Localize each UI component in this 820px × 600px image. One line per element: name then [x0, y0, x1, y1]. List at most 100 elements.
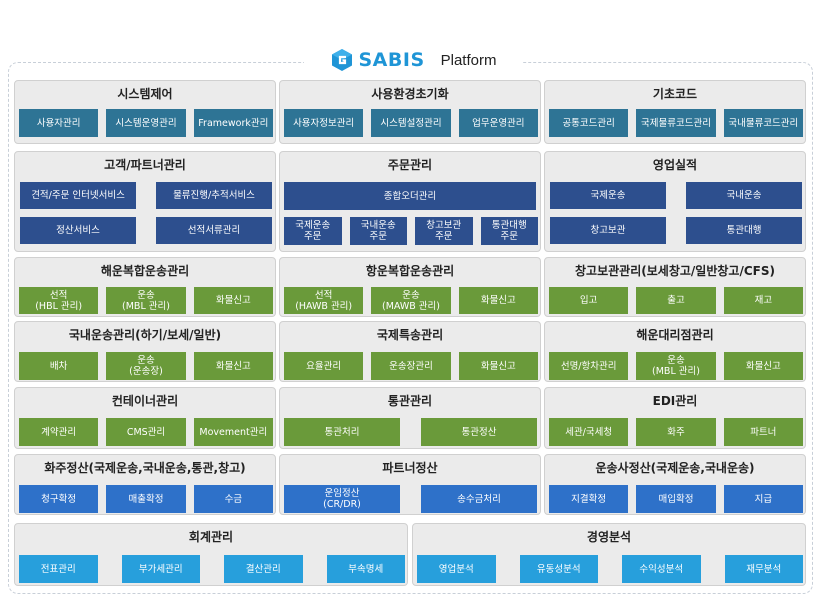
module-button[interactable]: 시스템운영관리 — [106, 109, 186, 137]
module-title: 경영분석 — [586, 530, 632, 544]
module-title: 국제특송관리 — [376, 328, 444, 342]
module-button[interactable]: 매출확정 — [106, 485, 186, 513]
module-button[interactable]: 선적서류관리 — [156, 217, 272, 244]
module-button[interactable]: 창고보관 주문 — [415, 217, 473, 245]
module-button[interactable]: 입고 — [549, 287, 629, 314]
module-button[interactable]: 선명/항차관리 — [549, 352, 629, 380]
module-button[interactable]: 세관/국세청 — [549, 418, 629, 446]
module-button[interactable]: 운송 (MBL 관리) — [106, 287, 186, 314]
module-button[interactable]: 종합오더관리 — [284, 182, 536, 210]
module-button[interactable]: 화물신고 — [458, 352, 538, 380]
module-button[interactable]: 업무운영관리 — [458, 109, 538, 137]
logo-wordmark: SABIS — [358, 49, 425, 71]
module-button[interactable]: 요율관리 — [284, 352, 364, 380]
module-button[interactable]: 통관처리 — [284, 418, 400, 446]
module-title: 시스템제어 — [117, 87, 173, 101]
module-button[interactable]: 사용자관리 — [19, 109, 99, 137]
module-button[interactable]: 통관대행 — [686, 217, 802, 244]
module-title: 주문관리 — [387, 158, 433, 172]
module-title: 고객/파트너관리 — [104, 158, 186, 172]
module-button[interactable]: 결산관리 — [224, 555, 303, 583]
module-title: 사용환경초기화 — [371, 87, 449, 101]
module-button[interactable]: 통관정산 — [421, 418, 537, 446]
module-button[interactable]: 전표관리 — [19, 555, 98, 583]
module-button[interactable]: 청구확정 — [19, 485, 99, 513]
module-button[interactable]: 화주 — [636, 418, 716, 446]
module-button[interactable]: 국제운송 주문 — [284, 217, 342, 245]
module-button[interactable]: 화물신고 — [458, 287, 538, 314]
module-button[interactable]: 매입확정 — [636, 485, 716, 513]
platform-label: Platform — [440, 51, 497, 69]
module-button[interactable]: 국제물류코드관리 — [636, 109, 716, 137]
module-button[interactable]: 계약관리 — [19, 418, 99, 446]
module-button[interactable]: 통관대행 주문 — [480, 217, 538, 245]
module-button[interactable]: 견적/주문 인터넷서비스 — [20, 182, 136, 209]
module-title: 화주정산(국제운송,국내운송,통관,창고) — [44, 461, 246, 475]
module-button[interactable]: 부속명세 — [326, 555, 405, 583]
module-button[interactable]: 운임정산 (CR/DR) — [284, 485, 400, 513]
module-title: EDI관리 — [652, 394, 698, 408]
module-button[interactable]: 선적 (HAWB 관리) — [284, 287, 364, 314]
module-button[interactable]: Movement관리 — [193, 418, 273, 446]
module-title: 운송사정산(국제운송,국내운송) — [595, 461, 755, 475]
module-button[interactable]: 지결확정 — [549, 485, 629, 513]
module-button[interactable]: 창고보관 — [550, 217, 666, 244]
module-title: 통관관리 — [387, 394, 433, 408]
module-title: 컨테이너관리 — [111, 394, 179, 408]
brand-header: SABIS Platform — [304, 44, 522, 76]
module-title: 국내운송관리(하기/보세/일반) — [68, 328, 222, 342]
module-title: 기초코드 — [652, 87, 698, 101]
module-button[interactable]: CMS관리 — [106, 418, 186, 446]
module-button[interactable]: 운송장관리 — [371, 352, 451, 380]
module-button[interactable]: 수익성분석 — [622, 555, 701, 583]
module-button[interactable]: 출고 — [636, 287, 716, 314]
module-title: 파트너정산 — [382, 461, 438, 475]
module-button[interactable]: 공통코드관리 — [549, 109, 629, 137]
module-button[interactable]: 운송 (MBL 관리) — [636, 352, 716, 380]
module-button[interactable]: 국내운송 주문 — [349, 217, 407, 245]
module-button[interactable]: 화물신고 — [193, 287, 273, 314]
module-button[interactable]: 화물신고 — [193, 352, 273, 380]
sabis-logo-icon — [331, 49, 352, 71]
module-button[interactable]: 부가세관리 — [121, 555, 200, 583]
module-button[interactable]: 시스템설정관리 — [371, 109, 451, 137]
module-title: 영업실적 — [652, 158, 698, 172]
module-button[interactable]: 운송 (운송장) — [106, 352, 186, 380]
module-button[interactable]: 선적 (HBL 관리) — [19, 287, 99, 314]
module-button[interactable]: 송수금처리 — [421, 485, 537, 513]
module-button[interactable]: 정산서비스 — [20, 217, 136, 244]
module-button[interactable]: 파트너 — [723, 418, 803, 446]
module-button[interactable]: 국제운송 — [550, 182, 666, 209]
module-button[interactable]: 배차 — [19, 352, 99, 380]
module-button[interactable]: 유동성분석 — [519, 555, 598, 583]
module-button[interactable]: 수금 — [193, 485, 273, 513]
module-button[interactable]: 화물신고 — [723, 352, 803, 380]
module-button[interactable]: 물류진행/추적서비스 — [156, 182, 272, 209]
module-button[interactable]: 사용자정보관리 — [284, 109, 364, 137]
module-button[interactable]: 재무분석 — [724, 555, 803, 583]
module-button[interactable]: 지급 — [723, 485, 803, 513]
module-button[interactable]: 국내물류코드관리 — [723, 109, 803, 137]
module-button[interactable]: 재고 — [723, 287, 803, 314]
module-title: 해운복합운송관리 — [100, 264, 190, 278]
module-button[interactable]: 국내운송 — [686, 182, 802, 209]
module-button[interactable]: 운송 (MAWB 관리) — [371, 287, 451, 314]
module-button[interactable]: 영업분석 — [417, 555, 496, 583]
module-title: 해운대리점관리 — [636, 328, 714, 342]
module-button[interactable]: Framework관리 — [193, 109, 273, 137]
